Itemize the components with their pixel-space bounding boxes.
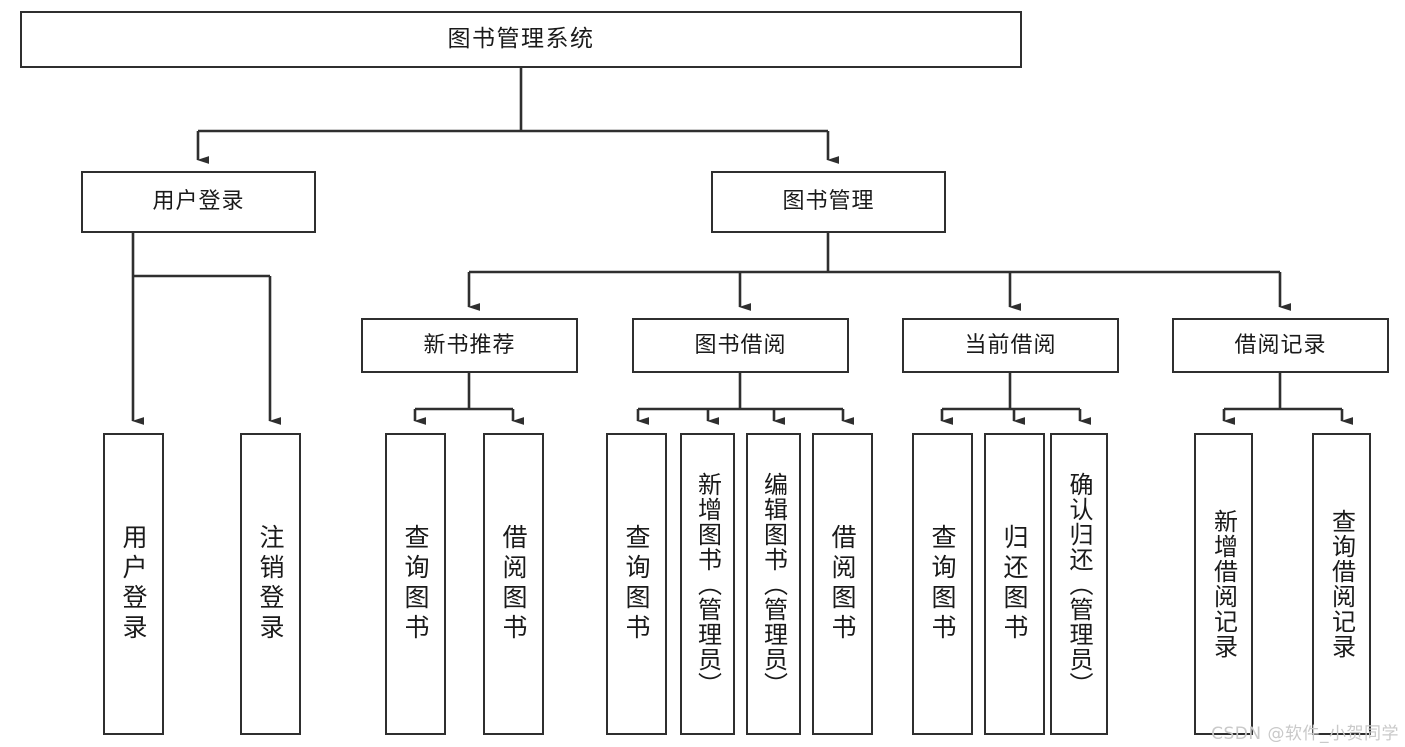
- node-label: 新增借阅记录: [1209, 509, 1238, 659]
- node-root-library-system[interactable]: 图书管理系统: [20, 11, 1022, 68]
- leaf-query-book-2[interactable]: 查询图书: [606, 433, 667, 735]
- leaf-borrow-book-1[interactable]: 借阅图书: [483, 433, 544, 735]
- node-label: 用户登录: [152, 189, 245, 215]
- node-label: 新增图书（管理员）: [693, 471, 722, 697]
- leaf-borrow-book-2[interactable]: 借阅图书: [812, 433, 873, 735]
- leaf-query-book-3[interactable]: 查询图书: [912, 433, 973, 735]
- node-label: 借阅记录: [1234, 332, 1327, 358]
- node-label: 当前借阅: [964, 332, 1057, 358]
- node-label: 查询借阅记录: [1327, 509, 1356, 659]
- leaf-user-logout[interactable]: 注销登录: [240, 433, 301, 735]
- node-label: 用户登录: [119, 524, 148, 644]
- node-label: 查询图书: [622, 524, 651, 644]
- leaf-add-book-admin[interactable]: 新增图书（管理员）: [680, 433, 735, 735]
- node-book-borrow[interactable]: 图书借阅: [632, 318, 849, 373]
- node-label: 借阅图书: [499, 524, 528, 644]
- node-label: 图书借阅: [694, 332, 787, 358]
- leaf-query-borrow-record[interactable]: 查询借阅记录: [1312, 433, 1371, 735]
- node-label: 确认归还（管理员）: [1065, 471, 1093, 697]
- node-book-management[interactable]: 图书管理: [711, 171, 946, 233]
- node-label: 查询图书: [928, 524, 957, 644]
- node-label: 图书管理: [782, 189, 875, 215]
- node-new-book-recommend[interactable]: 新书推荐: [361, 318, 578, 373]
- leaf-edit-book-admin[interactable]: 编辑图书（管理员）: [746, 433, 801, 735]
- watermark: CSDN @软件_小贺同学: [1211, 724, 1399, 744]
- node-label: 编辑图书（管理员）: [759, 471, 788, 697]
- node-label: 图书管理系统: [447, 26, 595, 53]
- node-label: 借阅图书: [828, 524, 857, 644]
- node-user-login[interactable]: 用户登录: [81, 171, 316, 233]
- node-label: 新书推荐: [423, 332, 516, 358]
- leaf-return-book[interactable]: 归还图书: [984, 433, 1045, 735]
- leaf-query-book-1[interactable]: 查询图书: [385, 433, 446, 735]
- node-label: 查询图书: [401, 524, 430, 644]
- leaf-user-login[interactable]: 用户登录: [103, 433, 164, 735]
- leaf-add-borrow-record[interactable]: 新增借阅记录: [1194, 433, 1253, 735]
- node-current-borrow[interactable]: 当前借阅: [902, 318, 1119, 373]
- leaf-confirm-return-admin[interactable]: 确认归还（管理员）: [1050, 433, 1108, 735]
- node-label: 注销登录: [256, 524, 285, 644]
- node-label: 归还图书: [1000, 524, 1029, 644]
- node-borrow-record[interactable]: 借阅记录: [1172, 318, 1389, 373]
